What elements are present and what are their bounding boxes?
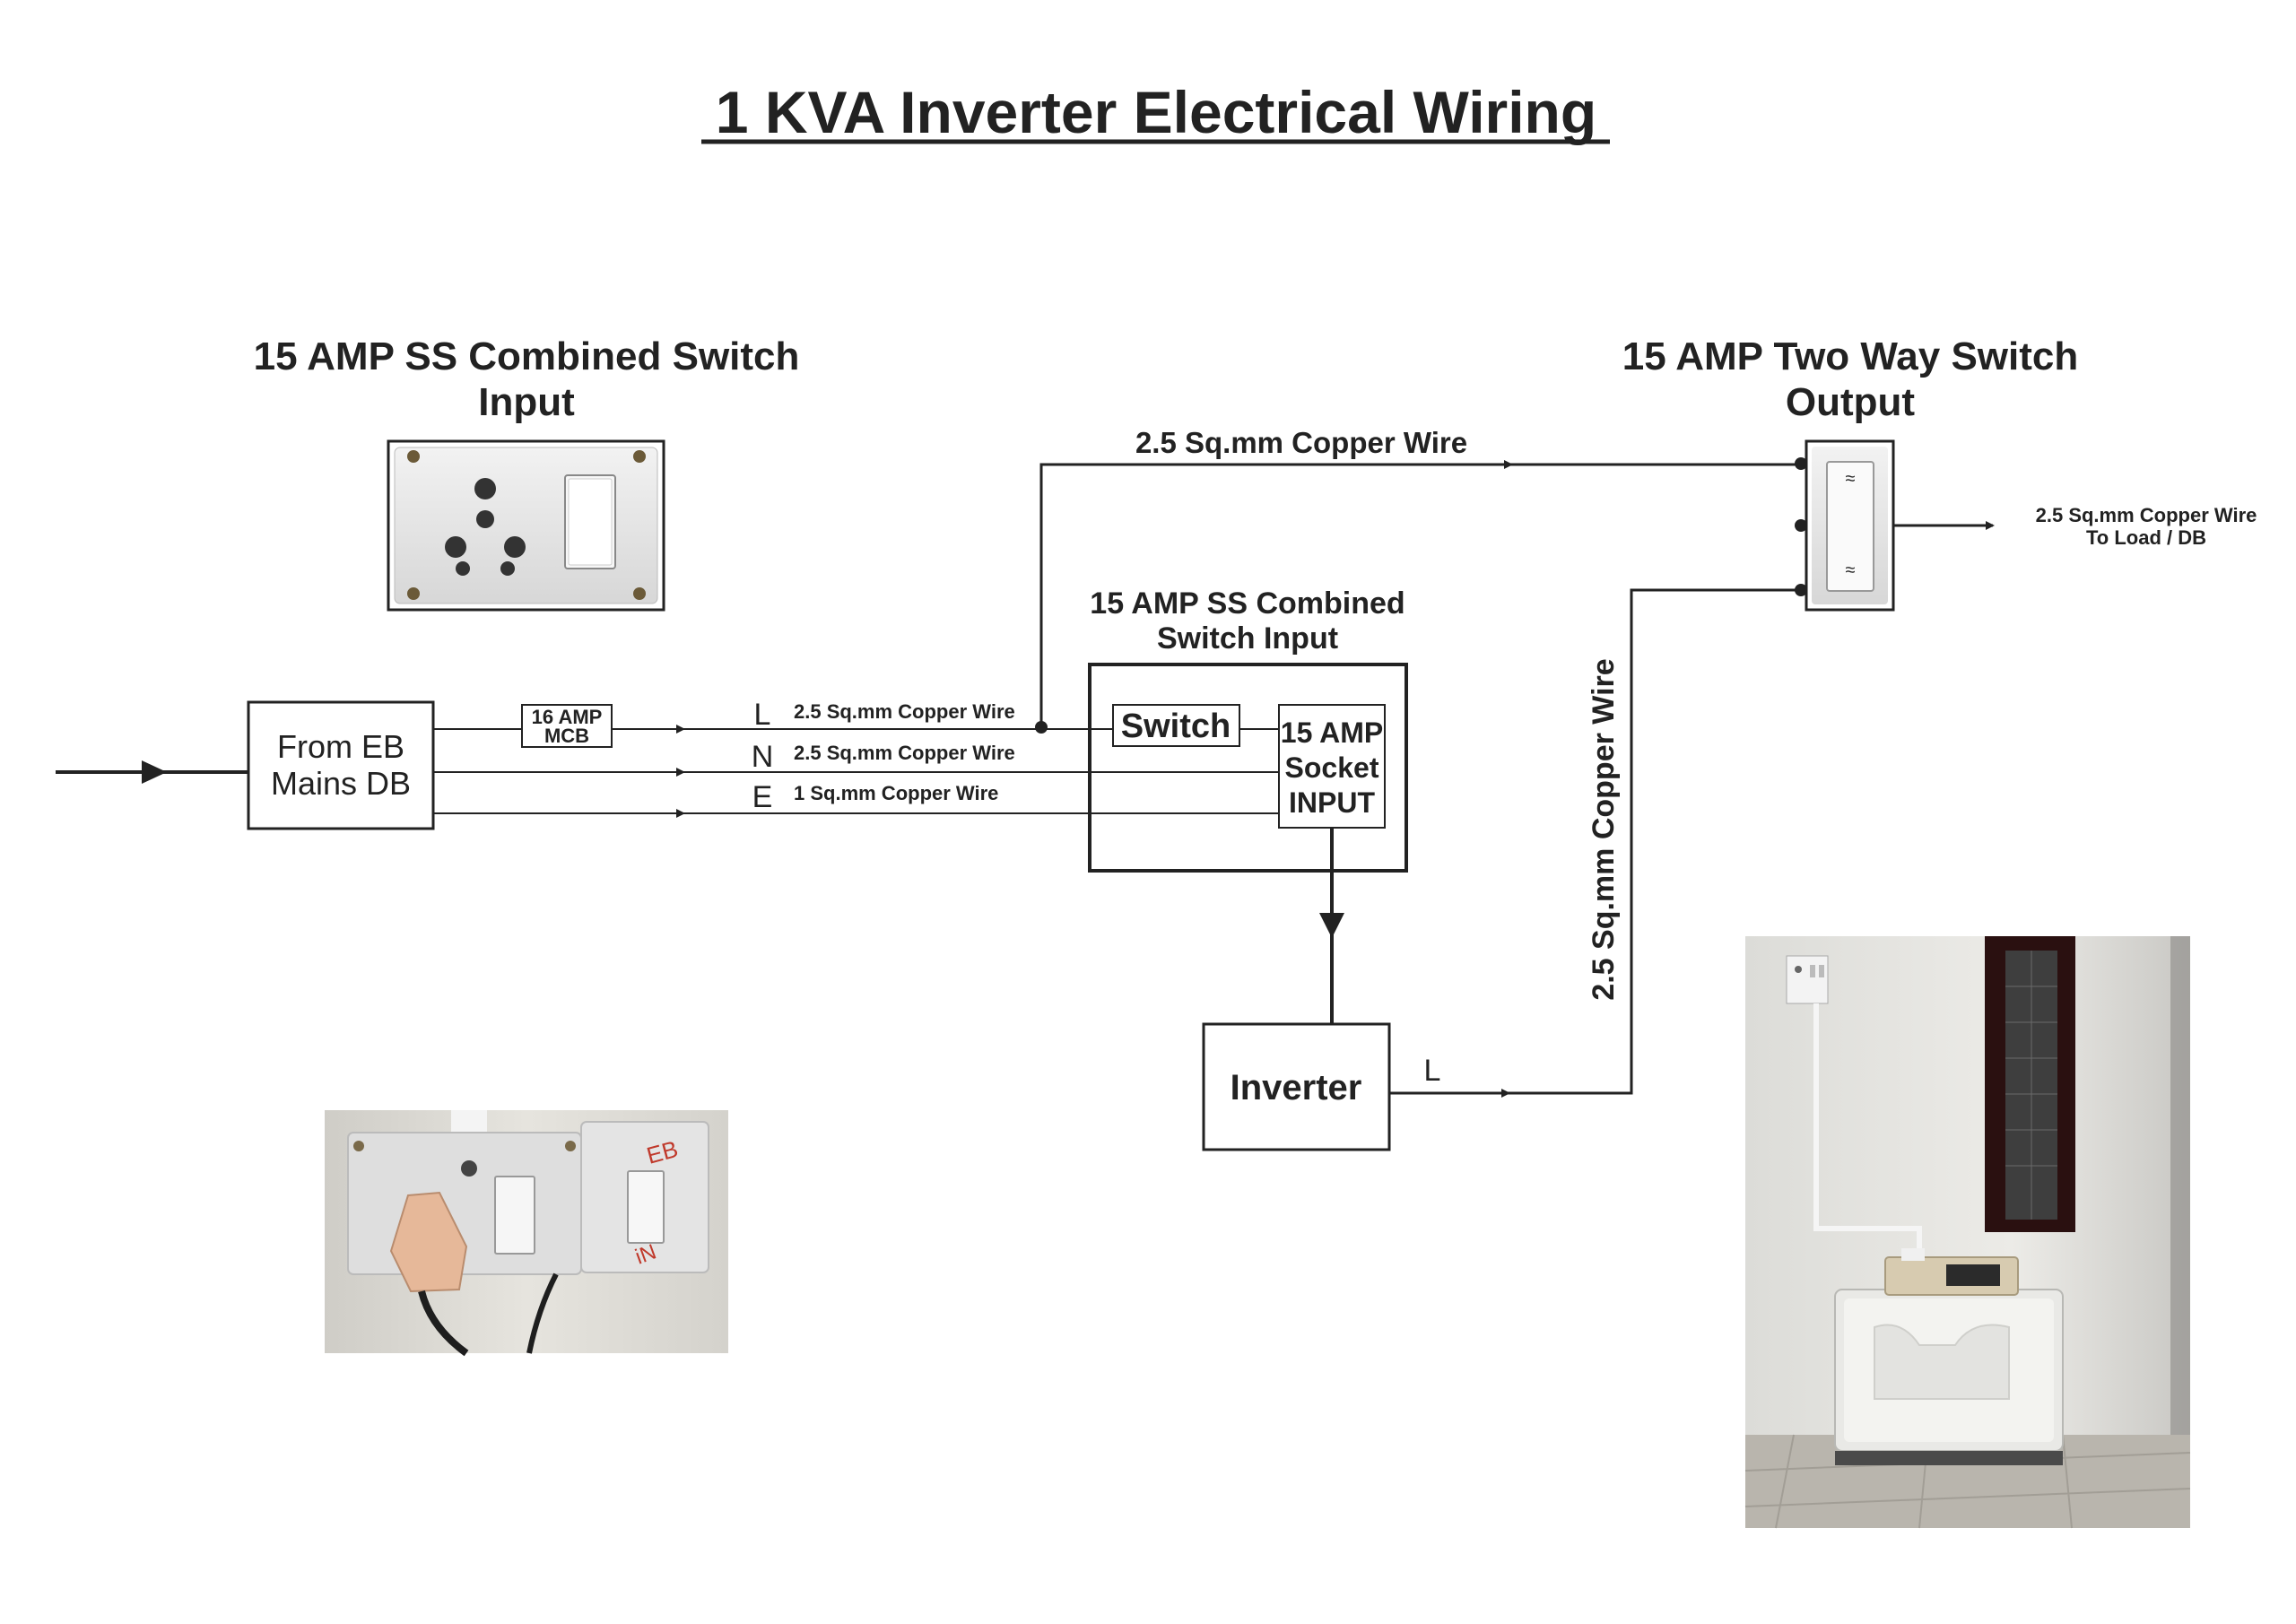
inverter-room-photo xyxy=(1744,936,2191,1529)
live-wire-label: 2.5 Sq.mm Copper Wire xyxy=(794,700,1015,723)
right-switch-subtitle: Output xyxy=(1786,380,1916,424)
socket-label-3: INPUT xyxy=(1289,786,1375,819)
inverter-live-letter: L xyxy=(1424,1054,1441,1088)
mcb-box xyxy=(521,704,613,748)
terminal-middle xyxy=(1795,519,1807,532)
switch-wave-icon: ≈ xyxy=(1846,560,1856,580)
socket-label-1: 15 AMP xyxy=(1281,716,1383,749)
switch-label: Switch xyxy=(1121,708,1231,745)
inverter-box xyxy=(1202,1022,1391,1151)
left-switch-subtitle: Input xyxy=(478,380,575,424)
neutral-wire-label: 2.5 Sq.mm Copper Wire xyxy=(794,742,1015,764)
mcb-sublabel: MCB xyxy=(544,725,589,747)
switchboard-photo: EB iN xyxy=(325,1110,728,1357)
socket-label-2: Socket xyxy=(1285,751,1379,784)
eb-mains-box xyxy=(247,700,435,830)
live-letter: L xyxy=(754,698,771,732)
inverter-label: Inverter xyxy=(1231,1068,1362,1107)
output-wire-label: 2.5 Sq.mm Copper Wire xyxy=(2036,504,2257,526)
output-wire-sublabel: To Load / DB xyxy=(2086,526,2206,549)
top-wire-label: 2.5 Sq.mm Copper Wire xyxy=(1135,426,1467,459)
vertical-wire-label: 2.5 Sq.mm Copper Wire xyxy=(1587,658,1621,1000)
inverter-to-switch-wire xyxy=(1505,588,1801,1095)
switch-box xyxy=(1112,704,1240,747)
eb-mains-sublabel: Mains DB xyxy=(271,765,411,802)
center-box-title: 15 AMP SS Combined xyxy=(1090,586,1405,621)
neutral-letter: N xyxy=(752,740,774,774)
center-box-subtitle: Switch Input xyxy=(1157,621,1338,656)
two-way-switch-photo: ≈ ≈ xyxy=(1805,439,1895,612)
top-copper-wire xyxy=(1039,460,1513,727)
page-title: 1 KVA Inverter Electrical Wiring xyxy=(716,79,1596,145)
switch-wave-icon: ≈ xyxy=(1846,469,1856,489)
socket-down-arrow-icon xyxy=(1319,913,1344,938)
eb-mains-label: From EB xyxy=(277,728,404,765)
mcb-label: 16 AMP xyxy=(532,706,603,728)
earth-wire-label: 1 Sq.mm Copper Wire xyxy=(794,782,998,804)
socket-box xyxy=(1278,704,1386,829)
center-switch-box xyxy=(1088,663,1408,873)
incoming-arrow-icon xyxy=(142,760,167,784)
combined-switch-photo xyxy=(387,439,665,612)
right-switch-title: 15 AMP Two Way Switch xyxy=(1622,334,2079,378)
left-switch-title: 15 AMP SS Combined Switch xyxy=(254,334,800,378)
earth-letter: E xyxy=(752,780,773,814)
